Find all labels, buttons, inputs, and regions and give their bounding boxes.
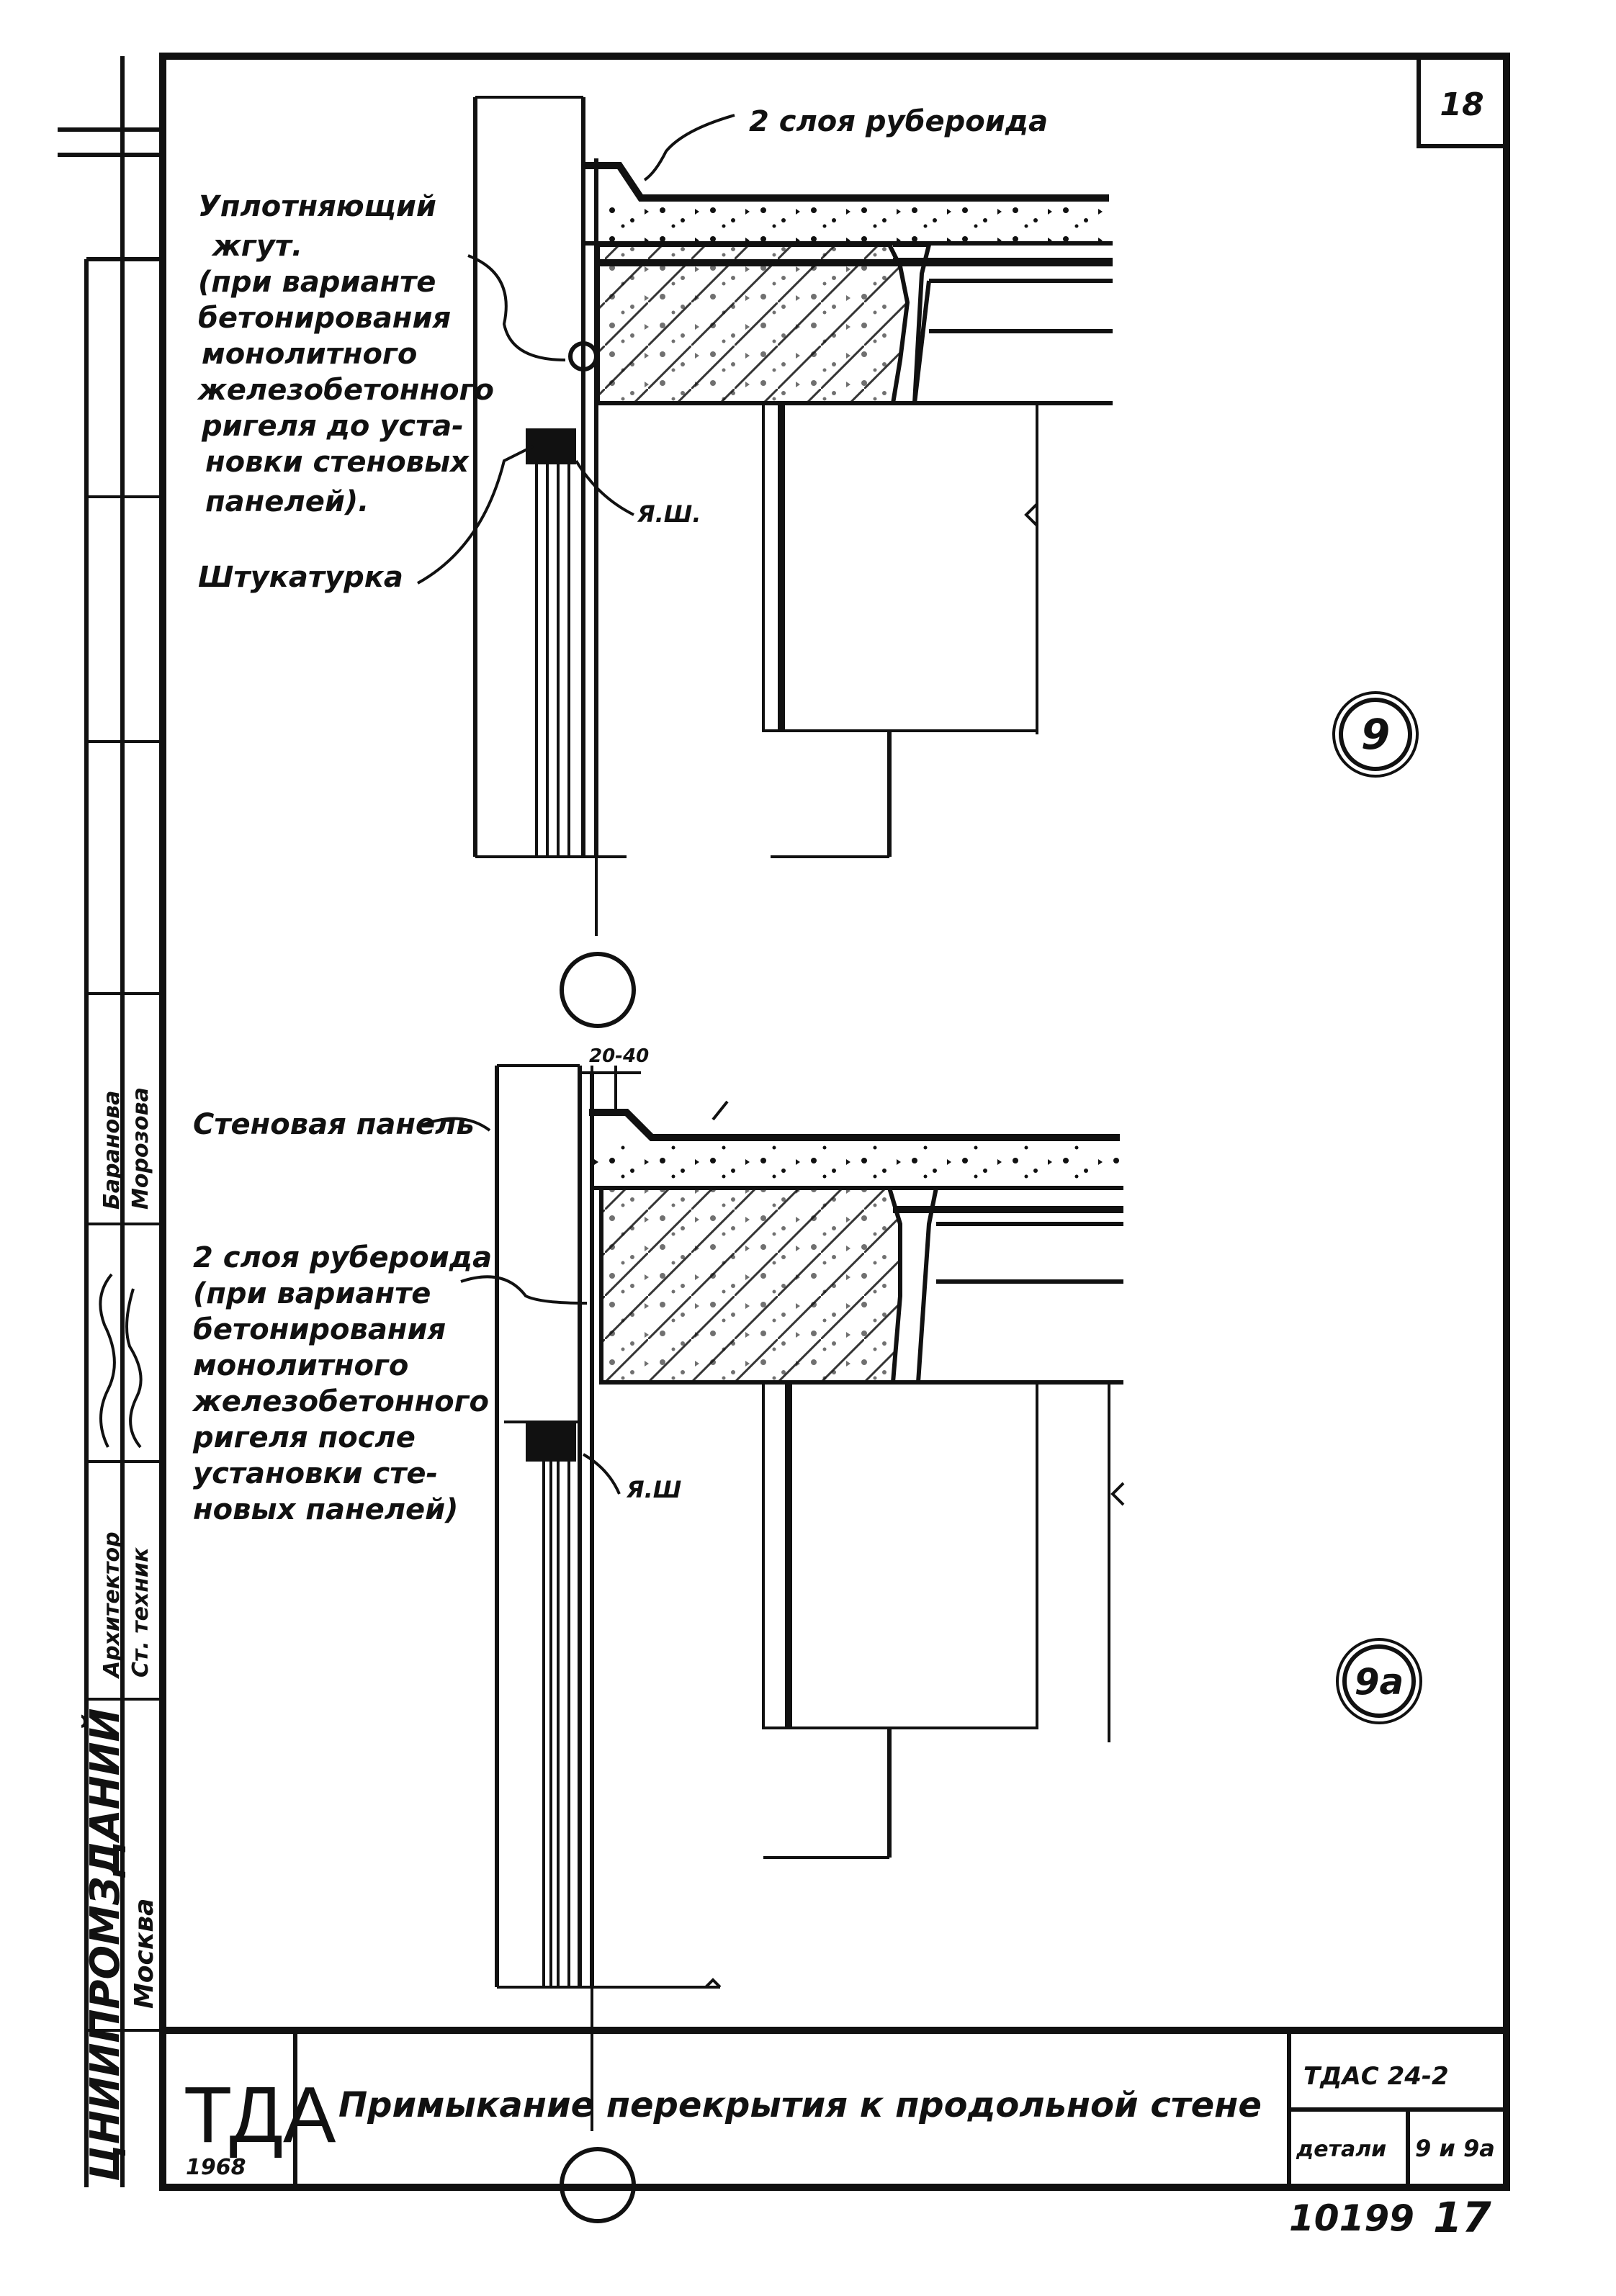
side-role-1: Архитектор xyxy=(99,1531,125,1679)
d9a-roof-7: установки сте- xyxy=(193,1457,438,1490)
detail-9a xyxy=(417,1064,1125,2223)
d9a-roof-5: железобетонного xyxy=(192,1385,489,1418)
archive-number: 10199 xyxy=(1289,2197,1414,2239)
d9-seal-6: железобетонного xyxy=(197,374,494,407)
sheet-frame xyxy=(159,53,1510,2191)
d9-seal-8: новки стеновых xyxy=(205,446,470,479)
sheet-number: 18 xyxy=(1440,86,1483,123)
doc-code: ТДАС 24-2 xyxy=(1303,2062,1449,2091)
d9a-mastic-label: Я.Ш xyxy=(626,1476,681,1503)
axis-marker-circle xyxy=(560,952,636,1028)
d9-seal-1: Уплотняющий xyxy=(198,190,436,223)
title-logo: ТДА xyxy=(184,2071,336,2159)
detail-9a-marker-circle xyxy=(1342,1644,1416,1718)
side-org: ЦНИИПРОМЗДАНИЙ xyxy=(81,1709,129,2182)
side-role-2: Ст. техник xyxy=(128,1547,153,1678)
d9-seal-5: монолитного xyxy=(202,338,417,371)
side-city: Москва xyxy=(130,1899,159,2009)
detail-9 xyxy=(417,96,1113,1028)
d9a-roof-2: (при варианте xyxy=(193,1277,431,1310)
d9-plaster-label: Штукатурка xyxy=(198,561,403,594)
side-stamp: ЦНИИПРОМЗДАНИЙ Москва Архитектор Ст. тех… xyxy=(81,1087,159,2182)
axis-marker-circle-9a xyxy=(560,2147,636,2223)
detail-refs: 9 и 9а xyxy=(1415,2135,1495,2162)
d9-mastic-label: Я.Ш. xyxy=(637,500,701,528)
detail-9-marker-circle xyxy=(1339,698,1412,771)
signature-1 xyxy=(99,1273,116,1448)
doc-type: детали xyxy=(1296,2137,1386,2162)
d9-seal-9: панелей). xyxy=(205,485,369,518)
d9a-roof-3: бетонирования xyxy=(193,1313,446,1346)
archive-sheet: 17 xyxy=(1433,2193,1491,2242)
title-year: 1968 xyxy=(186,2155,246,2180)
d9-seal-7: ригеля до уста- xyxy=(201,410,464,443)
d9-seal-2: жгут. xyxy=(211,230,302,263)
d9-roofing-label: 2 слоя рубероида xyxy=(749,105,1048,138)
d9-seal-3: (при варианте xyxy=(198,266,436,299)
d9a-roof-1: 2 слоя рубероида xyxy=(193,1241,492,1274)
detail-9a-marker: 9а xyxy=(1355,1661,1404,1703)
d9a-roof-6: ригеля после xyxy=(192,1421,416,1454)
drawing-title: Примыкание перекрытия к продольной стене xyxy=(338,2085,1262,2125)
d9a-dim-label: 20-40 xyxy=(589,1045,649,1067)
d9a-roof-4: монолитного xyxy=(193,1349,408,1382)
signature-2 xyxy=(125,1288,143,1449)
d9a-roof-8: новых панелей) xyxy=(193,1493,458,1526)
side-name-2: Морозова xyxy=(128,1087,153,1210)
detail-9-marker: 9 xyxy=(1361,710,1390,759)
sheet-number-box xyxy=(1417,54,1509,148)
side-name-1: Баранова xyxy=(99,1091,125,1210)
d9a-wall-panel-label: Стеновая панель xyxy=(193,1108,475,1141)
d9-seal-4: бетонирования xyxy=(198,302,451,335)
